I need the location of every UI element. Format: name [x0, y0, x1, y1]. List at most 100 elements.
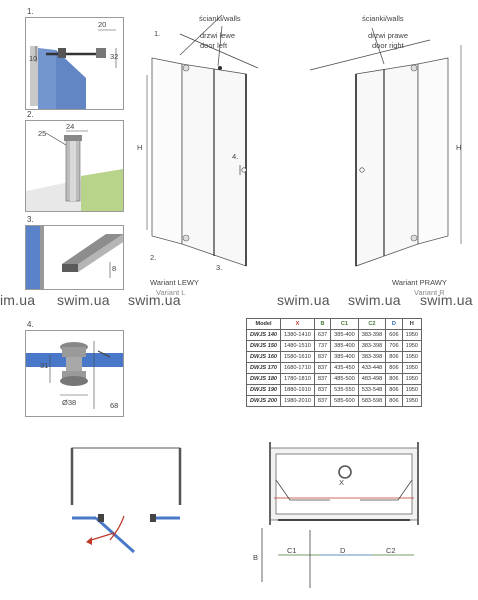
panel-number-1: 1.: [27, 7, 34, 16]
value-cell: 585-600: [330, 395, 359, 407]
value-cell: 837: [313, 351, 332, 363]
plan-label-b: B: [253, 553, 259, 562]
detail-panel-2: 24 25: [25, 120, 124, 212]
value-cell: 383-398: [357, 329, 387, 341]
watermark-2: swim.ua: [128, 292, 181, 308]
detail-panel-4: 31 68 Ø38: [25, 330, 124, 417]
value-cell: 383-398: [357, 340, 387, 352]
panel-number-4: 4.: [27, 320, 34, 329]
dim-68: 68: [110, 401, 119, 410]
value-cell: 1980-2010: [280, 395, 315, 407]
model-cell: DWJS 160: [245, 351, 282, 363]
value-cell: 385-400: [330, 351, 359, 363]
value-cell: 1950: [401, 329, 423, 341]
elevation-drawings: [146, 14, 462, 267]
callout-4: 4.: [232, 152, 239, 161]
col-header-h: H: [401, 318, 423, 330]
value-cell: 435-450: [330, 362, 359, 374]
watermark-1: swim.ua: [57, 292, 110, 308]
col-header-c2: C2: [357, 318, 387, 330]
value-cell: 1680-1710: [280, 362, 315, 374]
value-cell: 806: [385, 351, 403, 363]
value-cell: 1950: [401, 362, 423, 374]
value-cell: 1780-1810: [280, 373, 315, 385]
panel-number-2: 2.: [27, 110, 34, 119]
model-cell: DWJS 150: [245, 340, 282, 352]
left-variant-subtitle: Variant L: [156, 288, 186, 297]
value-cell: 1950: [401, 395, 423, 407]
right-walls-label: ścianki/walls: [362, 14, 404, 23]
left-door-label-en: door left: [200, 41, 228, 50]
detail-panel-1: 20 10 32: [25, 17, 124, 110]
value-cell: 837: [313, 373, 332, 385]
callout-1: 1.: [154, 29, 161, 38]
wall-bracket-illustration: [30, 29, 117, 109]
value-cell: 837: [313, 384, 332, 396]
table-header-row: Model X B C1 C2 D H: [245, 318, 423, 330]
callout-2: 2.: [150, 253, 157, 262]
knob-illustration: [26, 341, 123, 409]
right-door-label-pl: drzwi prawe: [368, 31, 409, 40]
value-cell: 1380-1410: [280, 329, 315, 341]
dim-10: 10: [29, 54, 38, 63]
plan-label-x: X: [339, 478, 345, 487]
value-cell: 806: [385, 373, 403, 385]
panel-number-3: 3.: [27, 215, 34, 224]
right-height-label: H: [456, 143, 462, 152]
dim-8: 8: [112, 264, 117, 273]
plan-views: [70, 442, 419, 588]
detail-panel-3: 8: [25, 225, 124, 290]
dim-31: 31: [40, 361, 49, 370]
col-header-c1: C1: [330, 318, 359, 330]
value-cell: 806: [385, 384, 403, 396]
left-door-label-pl: drzwi lewe: [200, 31, 236, 40]
watermark-5: swim.ua: [420, 292, 473, 308]
left-walls-label: ścianki/walls: [199, 14, 241, 23]
dim-24: 24: [66, 122, 75, 131]
plan-label-c2: C2: [386, 546, 396, 555]
dim-32: 32: [110, 52, 119, 61]
model-cell: DWJS 190: [245, 384, 282, 396]
value-cell: 806: [385, 362, 403, 374]
right-variant-subtitle: Variant R: [414, 288, 445, 297]
value-cell: 1480-1510: [280, 340, 315, 352]
model-cell: DWJS 180: [245, 373, 282, 385]
right-door-label-en: door right: [372, 41, 404, 50]
value-cell: 535-550: [330, 384, 359, 396]
value-cell: 637: [313, 329, 332, 341]
value-cell: 1950: [401, 340, 423, 352]
col-header-d: D: [385, 318, 403, 330]
value-cell: 385-400: [330, 340, 359, 352]
hinge-profile-illustration: [26, 130, 123, 211]
dim-diameter-38: Ø38: [62, 398, 77, 407]
value-cell: 583-598: [357, 395, 387, 407]
callout-3: 3.: [216, 263, 223, 272]
value-cell: 383-398: [357, 351, 387, 363]
value-cell: 433-448: [357, 362, 387, 374]
watermark-3: swim.ua: [277, 292, 330, 308]
model-cell: DWJS 170: [245, 362, 282, 374]
col-header-b: B: [313, 318, 332, 330]
value-cell: 1950: [401, 373, 423, 385]
value-cell: 806: [385, 395, 403, 407]
value-cell: 606: [385, 329, 403, 341]
plan-label-c1: C1: [287, 546, 297, 555]
value-cell: 485-500: [330, 373, 359, 385]
model-cell: DWJS 200: [245, 395, 282, 407]
left-height-label: H: [137, 143, 143, 152]
plan-label-d: D: [340, 546, 346, 555]
value-cell: 385-400: [330, 329, 359, 341]
value-cell: 1580-1610: [280, 351, 315, 363]
value-cell: 483-498: [357, 373, 387, 385]
right-variant-title: Wariant PRAWY: [392, 278, 447, 287]
value-cell: 837: [313, 362, 332, 374]
value-cell: 737: [313, 340, 332, 352]
col-header-model: Model: [245, 318, 282, 330]
